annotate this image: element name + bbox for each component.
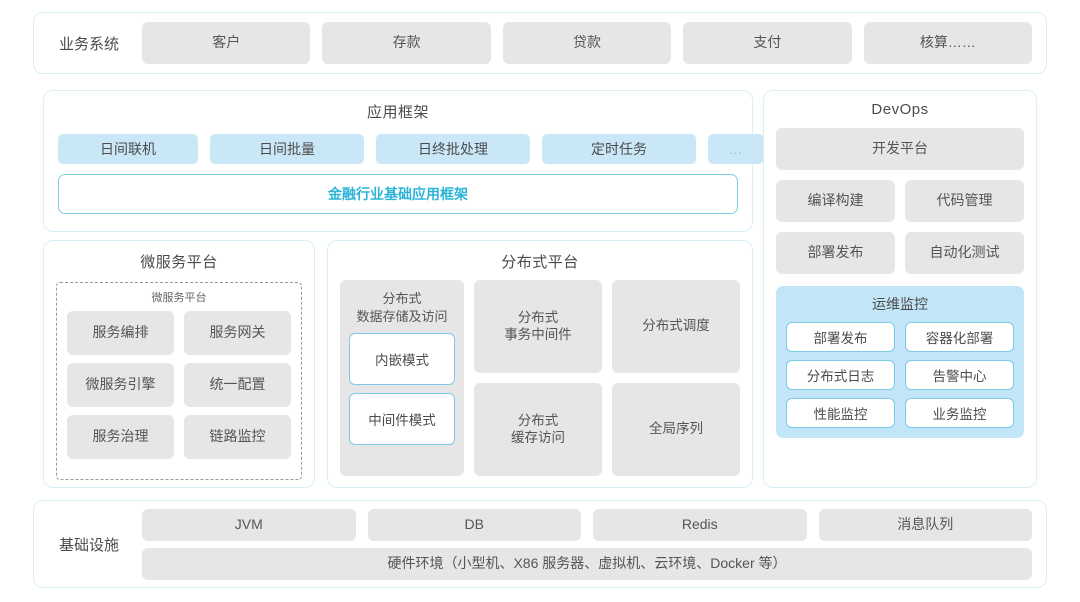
distributed-cell[interactable]: 分布式调度 — [612, 280, 740, 373]
devops-panel: DevOps 开发平台 编译构建 代码管理 部署发布 自动化测试 运维监控 部署… — [763, 90, 1037, 488]
infrastructure-stack: JVM DB Redis 消息队列 硬件环境（小型机、X86 服务器、虚拟机、云… — [142, 508, 1032, 580]
application-framework-more-item[interactable]: ... — [708, 134, 764, 164]
microservice-item[interactable]: 服务编排 — [67, 311, 174, 355]
microservice-inner-group: 微服务平台 服务编排 服务网关 微服务引擎 统一配置 服务治理 链路监控 — [56, 282, 302, 480]
application-framework-items: 日间联机 日间批量 日终批处理 定时任务 ... — [58, 134, 764, 164]
devops-platform-item[interactable]: 开发平台 — [776, 128, 1024, 170]
monitoring-item[interactable]: 容器化部署 — [905, 322, 1014, 352]
application-framework-title: 应用框架 — [366, 104, 429, 121]
distributed-cell[interactable]: 分布式 缓存访问 — [474, 383, 602, 476]
business-system-item[interactable]: 贷款 — [502, 22, 672, 64]
distributed-platform-panel: 分布式平台 分布式 数据存储及访问 内嵌模式 中间件模式 — [327, 240, 753, 488]
distributed-cell-column: 分布式调度 全局序列 — [612, 280, 740, 476]
storage-mode-embedded[interactable]: 内嵌模式 — [349, 333, 455, 386]
devops-item[interactable]: 自动化测试 — [905, 232, 1024, 274]
application-framework-item[interactable]: 日终批处理 — [376, 134, 530, 164]
microservice-platform-title: 微服务平台 — [140, 254, 218, 271]
application-framework-item[interactable]: 日间批量 — [210, 134, 364, 164]
application-framework-panel: 应用框架 日间联机 日间批量 日终批处理 定时任务 ... 金融行业基础应用框架 — [43, 90, 764, 232]
distributed-cell-text: 分布式 事务中间件 — [504, 310, 572, 344]
distributed-platform-title: 分布式平台 — [501, 254, 579, 271]
distributed-cell[interactable]: 全局序列 — [612, 383, 740, 476]
financial-foundation-framework: 金融行业基础应用框架 — [58, 174, 738, 214]
application-framework-item[interactable]: 日间联机 — [58, 134, 198, 164]
distributed-cell-text: 全局序列 — [649, 421, 703, 438]
distributed-cell-line1: 分布式调度 — [642, 318, 710, 334]
left-column: 应用框架 日间联机 日间批量 日终批处理 定时任务 ... 金融行业基础应用框架… — [43, 90, 764, 488]
infrastructure-panel: 基础设施 JVM DB Redis 消息队列 硬件环境（小型机、X86 服务器、… — [33, 500, 1047, 588]
monitoring-item[interactable]: 告警中心 — [905, 360, 1014, 390]
devops-items: 编译构建 代码管理 部署发布 自动化测试 — [776, 180, 1024, 274]
distributed-cells: 分布式 事务中间件 分布式 缓存访问 — [474, 280, 740, 476]
monitoring-item[interactable]: 部署发布 — [786, 322, 895, 352]
distributed-cell-line1: 分布式 — [517, 309, 559, 325]
microservice-inner-title: 微服务平台 — [151, 292, 207, 304]
microservice-platform-panel: 微服务平台 微服务平台 服务编排 服务网关 微服务引擎 统一配置 服务治理 链路… — [43, 240, 315, 488]
business-system-item[interactable]: 客户 — [142, 22, 311, 64]
distributed-cell-text: 分布式调度 — [642, 318, 710, 335]
monitoring-item[interactable]: 业务监控 — [905, 398, 1014, 428]
infrastructure-item[interactable]: Redis — [593, 508, 807, 541]
distributed-storage-column: 分布式 数据存储及访问 内嵌模式 中间件模式 — [340, 280, 464, 476]
distributed-cell-line2: 事务中间件 — [504, 326, 572, 342]
distributed-cell-column: 分布式 事务中间件 分布式 缓存访问 — [474, 280, 602, 476]
operations-monitoring-title: 运维监控 — [872, 296, 928, 312]
hardware-environment-item[interactable]: 硬件环境（小型机、X86 服务器、虚拟机、云环境、Docker 等） — [142, 547, 1032, 580]
devops-item[interactable]: 代码管理 — [905, 180, 1024, 222]
infrastructure-items: JVM DB Redis 消息队列 — [142, 508, 1032, 541]
microservice-item[interactable]: 服务治理 — [67, 415, 174, 459]
distributed-cell-text: 分布式 缓存访问 — [511, 413, 565, 447]
distributed-cell-line2: 缓存访问 — [511, 429, 565, 445]
microservice-items: 服务编排 服务网关 微服务引擎 统一配置 服务治理 链路监控 — [67, 311, 291, 459]
devops-item[interactable]: 编译构建 — [776, 180, 895, 222]
monitoring-item[interactable]: 分布式日志 — [786, 360, 895, 390]
business-system-item[interactable]: 存款 — [322, 22, 491, 64]
microservice-item[interactable]: 统一配置 — [184, 363, 291, 407]
distributed-storage-title-line1: 分布式 — [382, 291, 422, 306]
distributed-cell-line1: 分布式 — [517, 412, 559, 428]
monitoring-item[interactable]: 性能监控 — [786, 398, 895, 428]
distributed-storage-box[interactable]: 分布式 数据存储及访问 内嵌模式 中间件模式 — [340, 280, 464, 476]
storage-mode-middleware[interactable]: 中间件模式 — [349, 393, 455, 446]
devops-title: DevOps — [871, 101, 929, 118]
distributed-storage-title-line2: 数据存储及访问 — [356, 308, 448, 324]
business-systems-panel: 业务系统 客户 存款 贷款 支付 核算…… — [33, 12, 1047, 74]
operations-monitoring-box: 运维监控 部署发布 容器化部署 分布式日志 告警中心 性能监控 业务监控 — [776, 286, 1024, 438]
distributed-cell[interactable]: 分布式 事务中间件 — [474, 280, 602, 373]
distributed-storage-title: 分布式 数据存储及访问 — [356, 290, 447, 325]
business-systems-chips: 客户 存款 贷款 支付 核算…… — [142, 22, 1033, 64]
infrastructure-item[interactable]: JVM — [142, 508, 356, 541]
operations-monitoring-items: 部署发布 容器化部署 分布式日志 告警中心 性能监控 业务监控 — [786, 322, 1014, 428]
devops-item[interactable]: 部署发布 — [776, 232, 895, 274]
microservice-item[interactable]: 服务网关 — [184, 311, 291, 355]
infrastructure-label: 基础设施 — [58, 536, 119, 554]
business-system-item[interactable]: 核算…… — [863, 22, 1033, 64]
infrastructure-item[interactable]: DB — [367, 508, 581, 541]
microservice-item[interactable]: 微服务引擎 — [67, 363, 174, 407]
distributed-cell-line1: 全局序列 — [649, 421, 703, 437]
infrastructure-item[interactable]: 消息队列 — [818, 508, 1032, 541]
application-framework-item[interactable]: 定时任务 — [542, 134, 696, 164]
microservice-item[interactable]: 链路监控 — [184, 415, 291, 459]
hardware-environment-row: 硬件环境（小型机、X86 服务器、虚拟机、云环境、Docker 等） — [142, 547, 1032, 580]
distributed-platform-body: 分布式 数据存储及访问 内嵌模式 中间件模式 分布式 — [340, 280, 740, 476]
business-systems-label: 业务系统 — [58, 35, 119, 53]
business-system-item[interactable]: 支付 — [683, 22, 852, 64]
middle-zone: 应用框架 日间联机 日间批量 日终批处理 定时任务 ... 金融行业基础应用框架… — [33, 90, 1047, 490]
